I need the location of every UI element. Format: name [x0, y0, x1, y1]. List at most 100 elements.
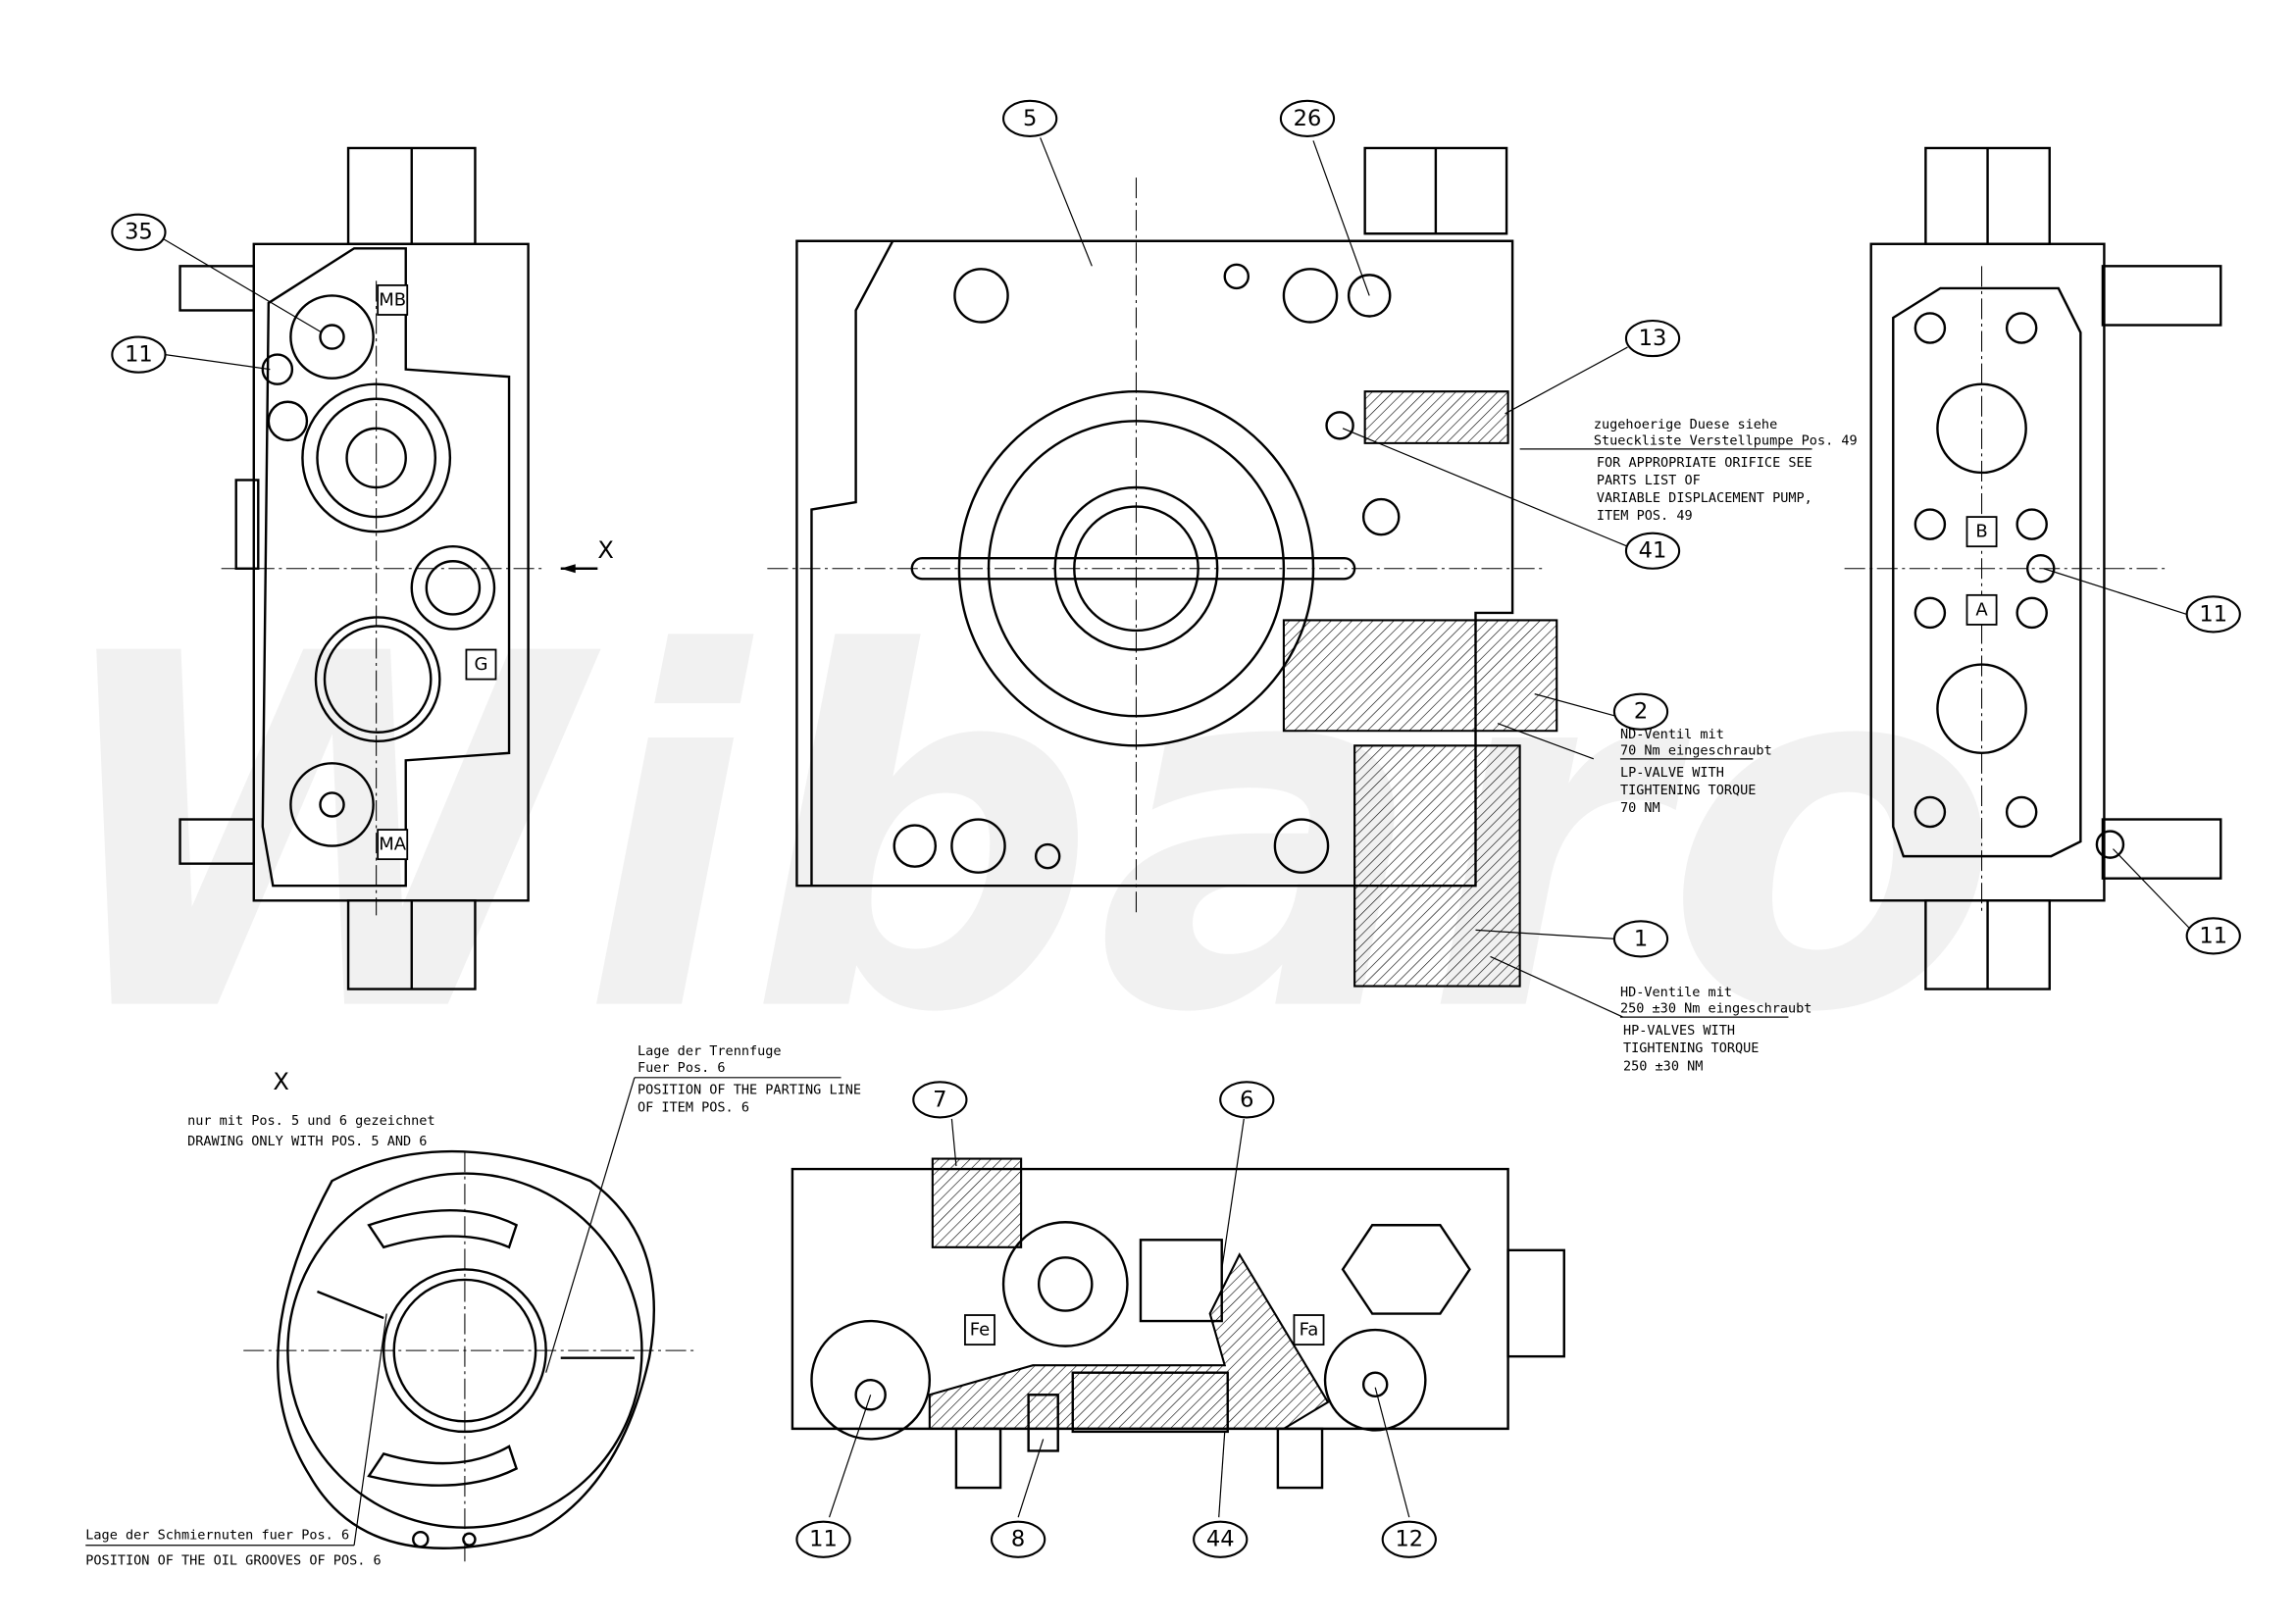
parting-en-2: OF ITEM POS. 6: [638, 1099, 749, 1115]
port-label-b: B: [1965, 516, 1998, 548]
port-label-fa: Fa: [1293, 1314, 1325, 1346]
bottom-view: [791, 1157, 1565, 1490]
balloon-item-35: 35: [111, 213, 167, 251]
balloon-number: 44: [1206, 1527, 1235, 1552]
watermark: Wibaro: [44, 553, 2000, 1120]
note-view-x: X nur mit Pos. 5 und 6 gezeichnet DRAWIN…: [187, 1068, 435, 1149]
port-label-box: [465, 648, 497, 681]
balloon-number: 8: [1011, 1527, 1025, 1552]
note-hp-de-2: 250 ±30 Nm eingeschraubt: [1620, 1001, 1812, 1017]
balloon-outline: [1219, 1081, 1275, 1119]
balloon-item-11_right_low: 11: [2185, 917, 2241, 955]
note-orifice-de-1: zugehoerige Duese siehe: [1594, 417, 1777, 432]
port-label-a: A: [1965, 593, 1998, 626]
balloon-item-12: 12: [1381, 1520, 1437, 1558]
balloon-item-11_right_mid: 11: [2185, 595, 2241, 634]
balloon-outline: [1381, 1520, 1437, 1558]
oil-grooves-de: Lage der Schmiernuten fuer Pos. 6: [85, 1528, 349, 1544]
balloon-item-6: 6: [1219, 1081, 1275, 1119]
balloon-number: 5: [1023, 106, 1037, 131]
balloon-number: 13: [1639, 326, 1667, 351]
balloon-number: 35: [125, 220, 153, 245]
port-label-box: [1965, 593, 1998, 626]
port-label-text: MB: [379, 289, 406, 310]
balloon-outline: [912, 1081, 968, 1119]
note-lp-de-2: 70 Nm eingeschraubt: [1620, 742, 1772, 758]
note-orifice-en-3: VARIABLE DISPLACEMENT PUMP,: [1597, 490, 1812, 506]
parting-en-1: POSITION OF THE PARTING LINE: [638, 1082, 861, 1097]
oil-grooves-en: POSITION OF THE OIL GROOVES OF POS. 6: [85, 1552, 381, 1568]
port-label-text: Fe: [970, 1320, 991, 1341]
balloon-number: 26: [1294, 106, 1322, 131]
balloon-outline: [1002, 99, 1058, 137]
note-hp-valves: HD-Ventile mit 250 ±30 Nm eingeschraubt …: [1620, 985, 1812, 1074]
view-x-note-de: nur mit Pos. 5 und 6 gezeichnet: [187, 1113, 435, 1129]
balloon-item-1: 1: [1612, 920, 1669, 958]
balloon-number: 2: [1634, 699, 1648, 725]
front-view: [767, 146, 1558, 988]
balloon-number: 41: [1639, 538, 1667, 564]
parting-de-1: Lage der Trennfuge: [638, 1043, 782, 1059]
port-label-box: [1293, 1314, 1325, 1346]
port-label-mb: MB: [377, 283, 409, 316]
balloon-item-7: 7: [912, 1081, 968, 1119]
balloon-item-44: 44: [1193, 1520, 1249, 1558]
balloon-outline: [990, 1520, 1046, 1558]
port-label-box: [377, 283, 409, 316]
port-label-text: B: [1975, 522, 1987, 542]
balloon-item-2: 2: [1612, 692, 1669, 731]
view-x-note-en: DRAWING ONLY WITH POS. 5 AND 6: [187, 1134, 427, 1149]
port-label-fe: Fe: [964, 1314, 995, 1346]
balloon-outline: [111, 213, 167, 251]
note-lp-en-2: TIGHTENING TORQUE: [1620, 783, 1757, 798]
balloon-outline: [1612, 692, 1669, 731]
balloon-number: 11: [125, 342, 153, 368]
port-label-text: Fa: [1300, 1320, 1319, 1341]
port-label-text: G: [474, 654, 487, 675]
balloon-item-5: 5: [1002, 99, 1058, 137]
left-side-view: X: [179, 146, 614, 990]
port-label-ma: MA: [377, 829, 409, 861]
note-orifice-de-2: Stueckliste Verstellpumpe Pos. 49: [1594, 432, 1858, 448]
note-hp-en-3: 250 ±30 NM: [1623, 1058, 1703, 1074]
balloon-number: 11: [2199, 601, 2227, 627]
note-hp-de-1: HD-Ventile mit: [1620, 985, 1732, 1000]
balloon-outline: [795, 1520, 851, 1558]
view-x-title: X: [273, 1068, 288, 1095]
balloon-outline: [111, 335, 167, 374]
balloon-item-11_top_left: 11: [111, 335, 167, 374]
balloon-number: 6: [1240, 1087, 1253, 1112]
parting-de-2: Fuer Pos. 6: [638, 1060, 726, 1076]
balloon-outline: [1624, 532, 1681, 570]
balloon-number: 11: [2199, 923, 2227, 948]
note-hp-en-1: HP-VALVES WITH: [1623, 1023, 1735, 1039]
note-orifice-en-4: ITEM POS. 49: [1597, 508, 1693, 524]
view-x-detail: [243, 1149, 694, 1565]
balloon-number: 7: [933, 1087, 946, 1112]
leader-lines: [85, 137, 2192, 1547]
balloon-outline: [2185, 595, 2241, 634]
note-lp-de-1: ND-Ventil mit: [1620, 727, 1724, 742]
balloon-item-8: 8: [990, 1520, 1046, 1558]
port-label-text: MA: [379, 835, 407, 855]
note-hp-en-2: TIGHTENING TORQUE: [1623, 1040, 1760, 1056]
balloon-number: 11: [809, 1527, 838, 1552]
balloon-number: 12: [1395, 1527, 1423, 1552]
balloon-outline: [2185, 917, 2241, 955]
port-label-box: [1965, 516, 1998, 548]
balloon-outline: [1612, 920, 1669, 958]
port-label-box: [377, 829, 409, 861]
port-label-text: A: [1975, 599, 1988, 620]
balloon-item-11_bottom: 11: [795, 1520, 851, 1558]
port-labels: MB G MA B A Fe Fa: [377, 283, 1998, 1346]
balloon-outline: [1193, 1520, 1249, 1558]
balloon-item-41: 41: [1624, 532, 1681, 570]
balloon-outline: [1624, 319, 1681, 358]
note-parting-line: Lage der Trennfuge Fuer Pos. 6 POSITION …: [638, 1043, 861, 1115]
balloon-item-13: 13: [1624, 319, 1681, 358]
note-lp-en-1: LP-VALVE WITH: [1620, 765, 1724, 781]
note-lp-en-3: 70 NM: [1620, 800, 1660, 816]
port-label-box: [964, 1314, 995, 1346]
